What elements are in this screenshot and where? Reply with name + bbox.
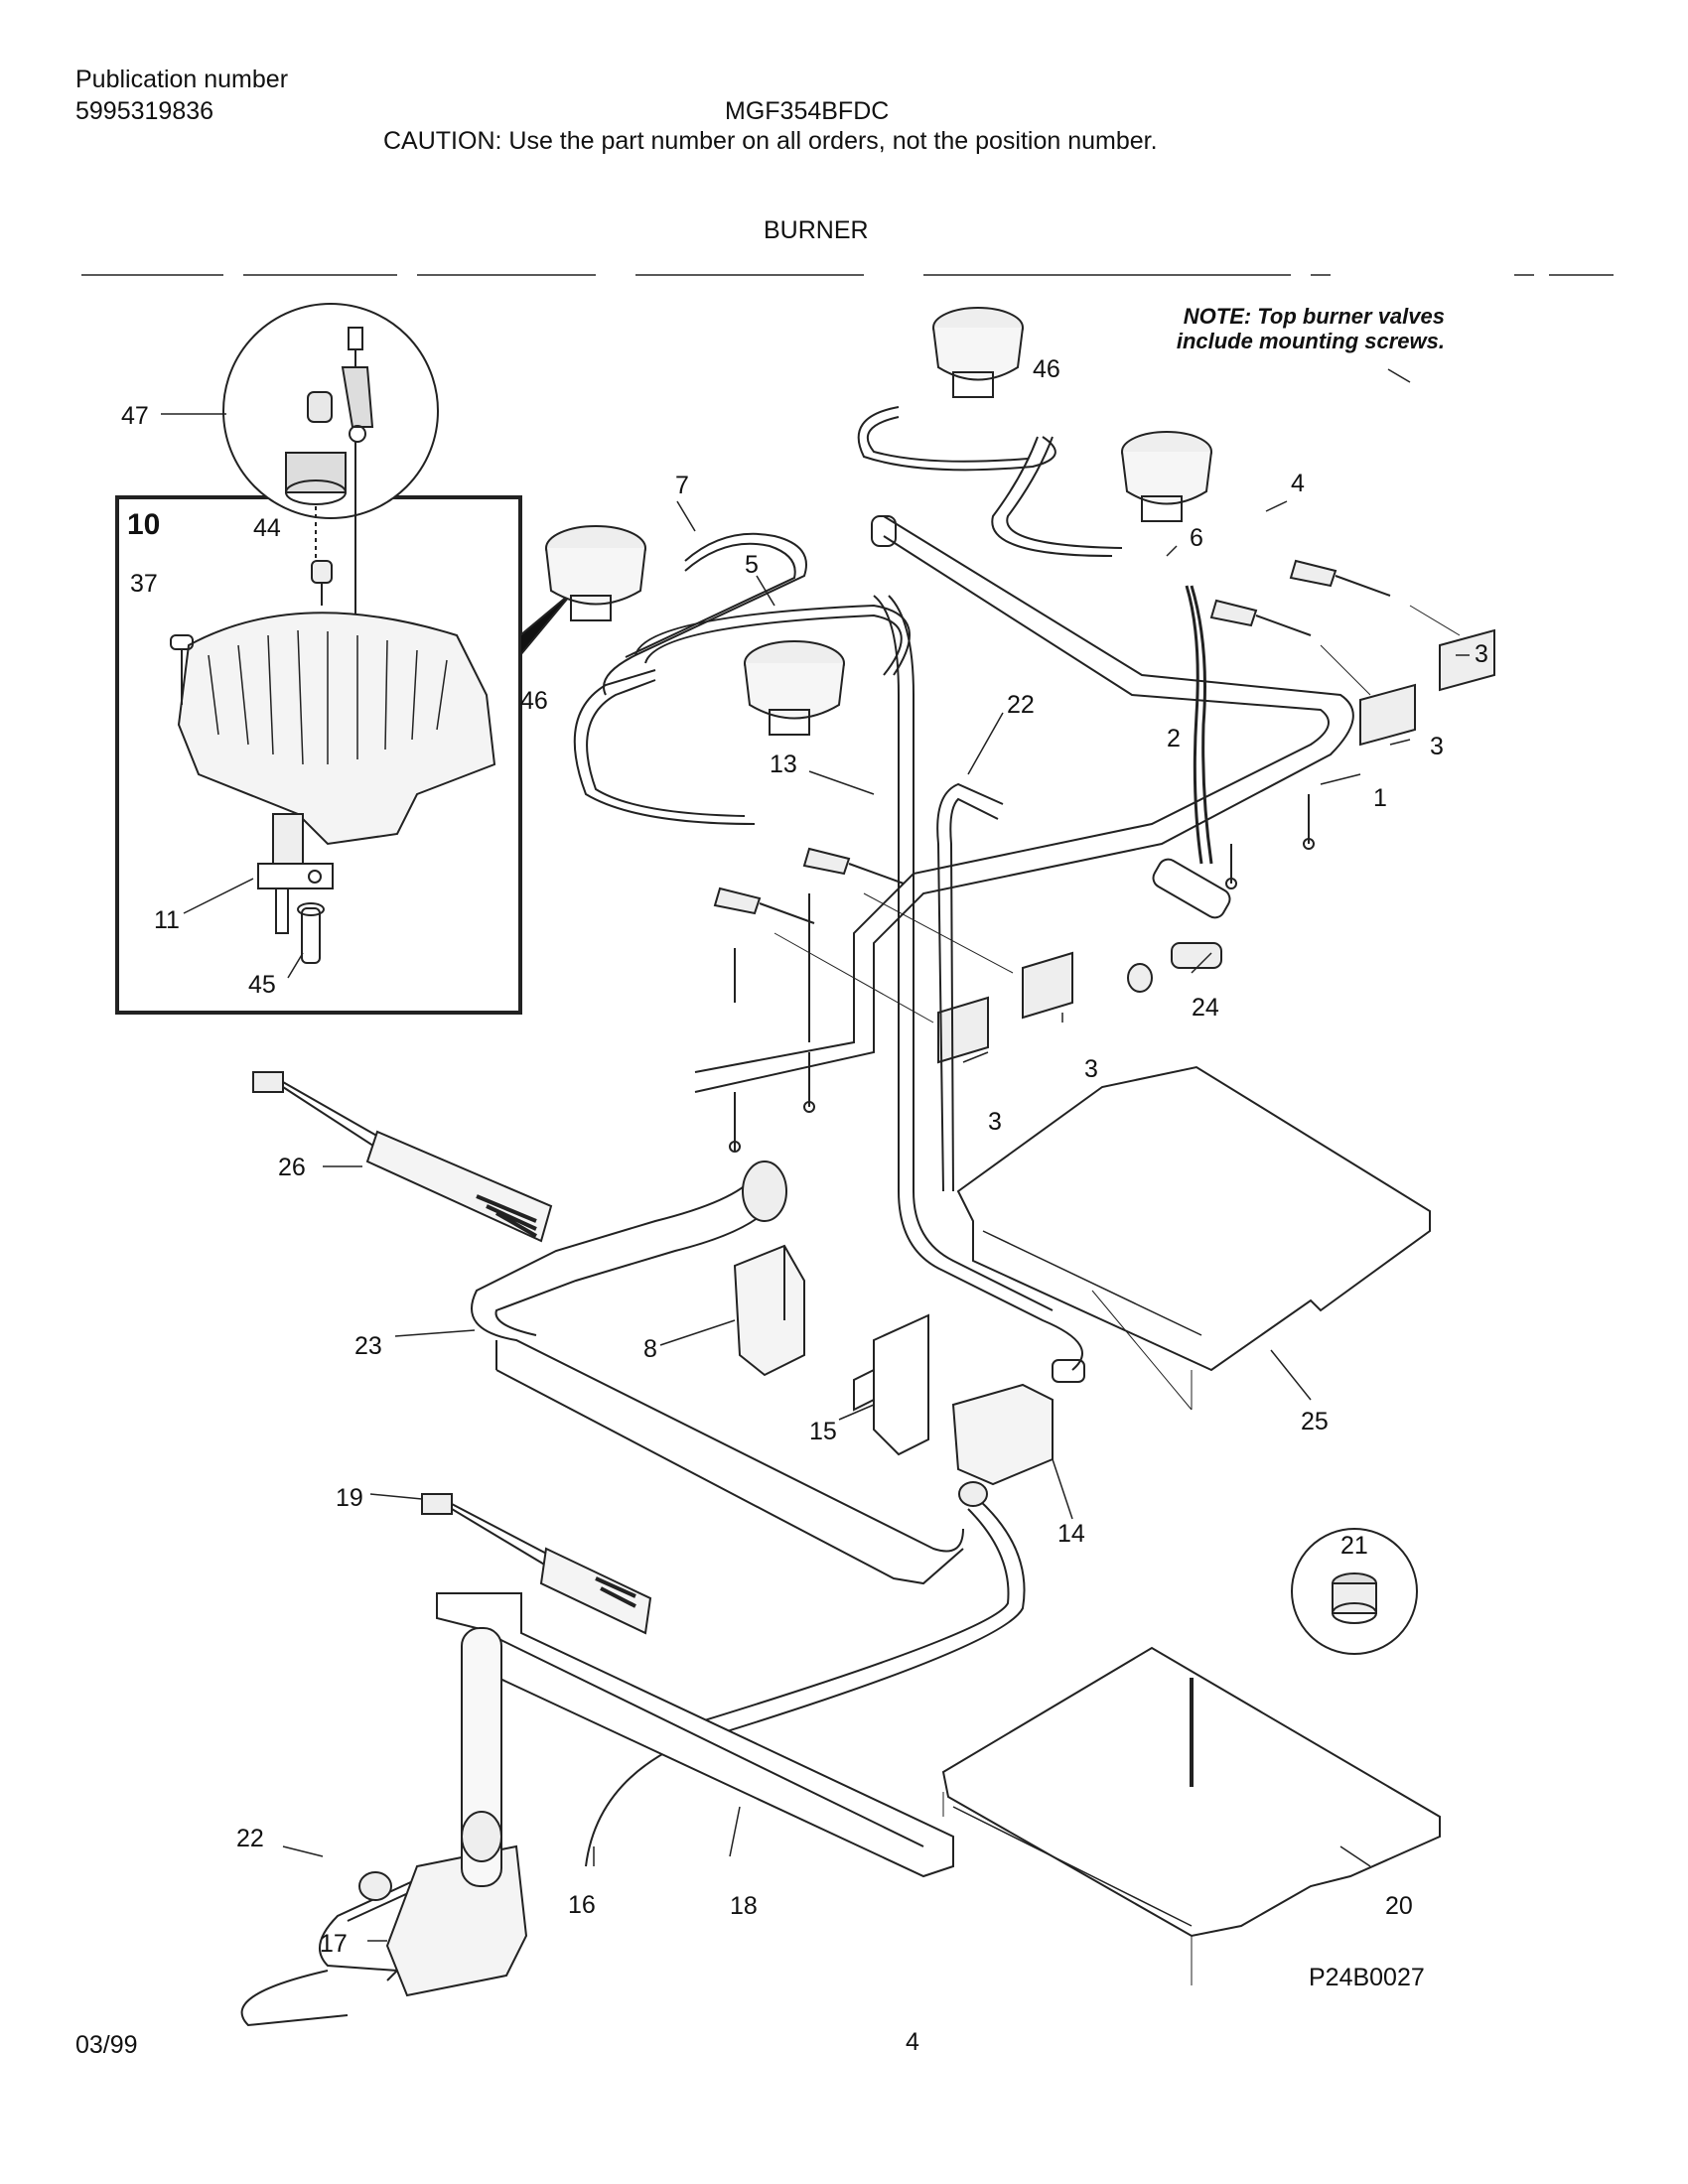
callout-25: 25 (1301, 1408, 1329, 1435)
callout-4: 4 (1291, 470, 1305, 497)
broil-igniter-26 (252, 1071, 553, 1243)
orifice-24 (1127, 858, 1231, 993)
callout-20: 20 (1385, 1892, 1413, 1920)
igniter-screw-detail (285, 327, 374, 635)
callout-7: 7 (675, 472, 689, 499)
bake-burner-23 (471, 1160, 964, 1585)
note-line-2: include mounting screws. (1176, 329, 1445, 353)
callout-14: 14 (1057, 1520, 1085, 1548)
callout-47: 47 (121, 402, 149, 430)
note-line-1: NOTE: Top burner valves (1183, 304, 1445, 329)
bottom-burner-18 (436, 1592, 954, 1887)
callout-37: 37 (130, 570, 158, 598)
baffle-20 (941, 1646, 1441, 1985)
section-title: BURNER (764, 216, 869, 244)
diagram-id: P24B0027 (1309, 1964, 1425, 1991)
footer-date: 03/99 (75, 2031, 138, 2059)
burner-head-left (545, 525, 646, 621)
broiler-burner-25 (956, 1065, 1431, 1411)
callout-15: 15 (809, 1418, 837, 1445)
callout-8: 8 (643, 1335, 657, 1363)
callout-22-upper: 22 (1007, 691, 1035, 719)
inset-label-10: 10 (127, 508, 160, 541)
burner-tube-rear-top (857, 406, 1123, 557)
detail-circle-21 (1291, 1528, 1418, 1655)
valve-plates (774, 605, 1495, 1064)
callout-11: 11 (154, 906, 180, 934)
spark-module-8 (733, 1244, 805, 1377)
callout-3-lower: 3 (988, 1108, 1002, 1136)
inset-pointer (519, 590, 575, 658)
burner-head-front (744, 640, 845, 736)
tube-16 (585, 1481, 1026, 1867)
mounting-screws (729, 794, 1315, 1153)
callout-3-upper: 3 (1430, 733, 1444, 760)
callout-1: 1 (1373, 784, 1387, 812)
caution-text: CAUTION: Use the part number on all orde… (383, 127, 1158, 155)
callout-17: 17 (320, 1930, 348, 1958)
valves-upper (713, 559, 1391, 924)
bake-igniter-19 (421, 1493, 652, 1635)
callout-5: 5 (745, 551, 759, 579)
callout-3-mid: 3 (1084, 1055, 1098, 1083)
tube-22-upper (936, 782, 1004, 1192)
callout-labels: 47 44 37 11 45 46 46 7 5 4 6 3 3 3 3 2 1… (121, 355, 1488, 1958)
bracket-15 (853, 1313, 929, 1456)
leader-lines (161, 368, 1470, 1942)
callout-6: 6 (1190, 524, 1203, 552)
callout-24: 24 (1192, 994, 1219, 1022)
publication-label: Publication number (75, 66, 289, 93)
note-text: NOTE: Top burner valves include mounting… (1092, 304, 1445, 353)
publication-number: 5995319836 (75, 97, 214, 125)
callout-23: 23 (354, 1332, 382, 1360)
callout-3-right: 3 (1475, 640, 1488, 668)
callout-21: 21 (1340, 1532, 1368, 1560)
burner-head-rear-right (932, 307, 1024, 398)
callout-2: 2 (1167, 725, 1181, 752)
callout-19: 19 (336, 1484, 363, 1512)
callout-46-upper: 46 (1033, 355, 1060, 383)
callout-22-lower: 22 (236, 1825, 264, 1852)
callout-44: 44 (253, 514, 281, 542)
inset-burner-base (170, 560, 496, 964)
page-number: 4 (906, 2028, 919, 2056)
model-number: MGF354BFDC (725, 97, 890, 125)
burner-tube-7 (603, 532, 807, 696)
igniter-wires-2 (1185, 585, 1213, 865)
callout-46-lower: 46 (520, 687, 548, 715)
safety-valve-14 (951, 1359, 1085, 1486)
callout-45: 45 (248, 971, 276, 999)
burner-tube-5 (573, 604, 911, 825)
callout-18: 18 (730, 1892, 758, 1920)
oven-gas-tube-13 (873, 595, 1083, 1371)
burner-head-right (1121, 431, 1212, 522)
callout-16: 16 (568, 1891, 596, 1919)
callout-26: 26 (278, 1154, 306, 1181)
callout-13: 13 (770, 751, 797, 778)
